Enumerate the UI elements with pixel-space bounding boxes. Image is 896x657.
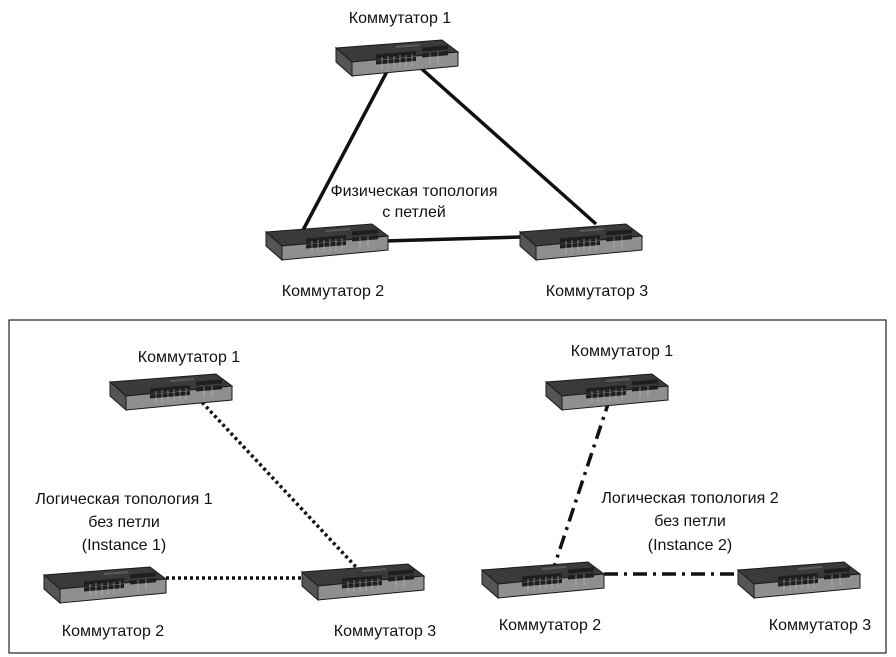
logical-topology-2: Коммутатор 1 Коммутатор 2 Коммутатор 3 Л… [481, 343, 871, 634]
link-sw1-sw3-dotted [196, 396, 358, 569]
caption-line-1: Логическая топология 1 [35, 491, 212, 508]
link-sw1-sw2 [300, 61, 394, 233]
switch-3-icon [301, 563, 425, 601]
switch-1-label: Коммутатор 1 [138, 349, 240, 366]
caption-line-2: без петли [654, 513, 726, 530]
switch-1-label: Коммутатор 1 [571, 343, 673, 360]
switch-2-icon [481, 561, 605, 599]
caption-line-3: (Instance 1) [82, 537, 166, 554]
link-sw1-sw3 [412, 60, 598, 226]
caption-line-3: (Instance 2) [648, 537, 732, 554]
physical-topology: Коммутатор 1 Коммутатор 2 Коммутатор 3 Ф… [265, 10, 648, 300]
switch-1-label: Коммутатор 1 [349, 10, 451, 27]
caption-line-2: с петлей [382, 204, 446, 221]
switch-1-icon [545, 373, 669, 411]
switch-3-label: Коммутатор 3 [546, 283, 648, 300]
switch-2-label: Коммутатор 2 [282, 283, 384, 300]
caption-line-2: без петли [88, 514, 160, 531]
switch-3-label: Коммутатор 3 [334, 623, 436, 640]
caption-line-1: Физическая топология [330, 183, 497, 200]
switch-3-label: Коммутатор 3 [769, 617, 871, 634]
switch-1-icon [335, 39, 459, 77]
link-sw1-sw2-dashdot [551, 397, 612, 571]
switch-1-icon [109, 373, 233, 411]
switch-2-label: Коммутатор 2 [62, 623, 164, 640]
switch-2-icon [265, 223, 389, 261]
switch-2-label: Коммутатор 2 [499, 617, 601, 634]
logical-topology-1: Коммутатор 1 Коммутатор 2 Коммутатор 3 Л… [35, 349, 436, 640]
logical-topologies-frame [8, 319, 887, 654]
switch-3-icon [737, 561, 861, 599]
switch-3-icon [519, 223, 643, 261]
link-sw2-sw3 [383, 235, 521, 243]
caption-line-1: Логическая топология 2 [601, 490, 778, 507]
switch-2-icon [43, 566, 167, 604]
